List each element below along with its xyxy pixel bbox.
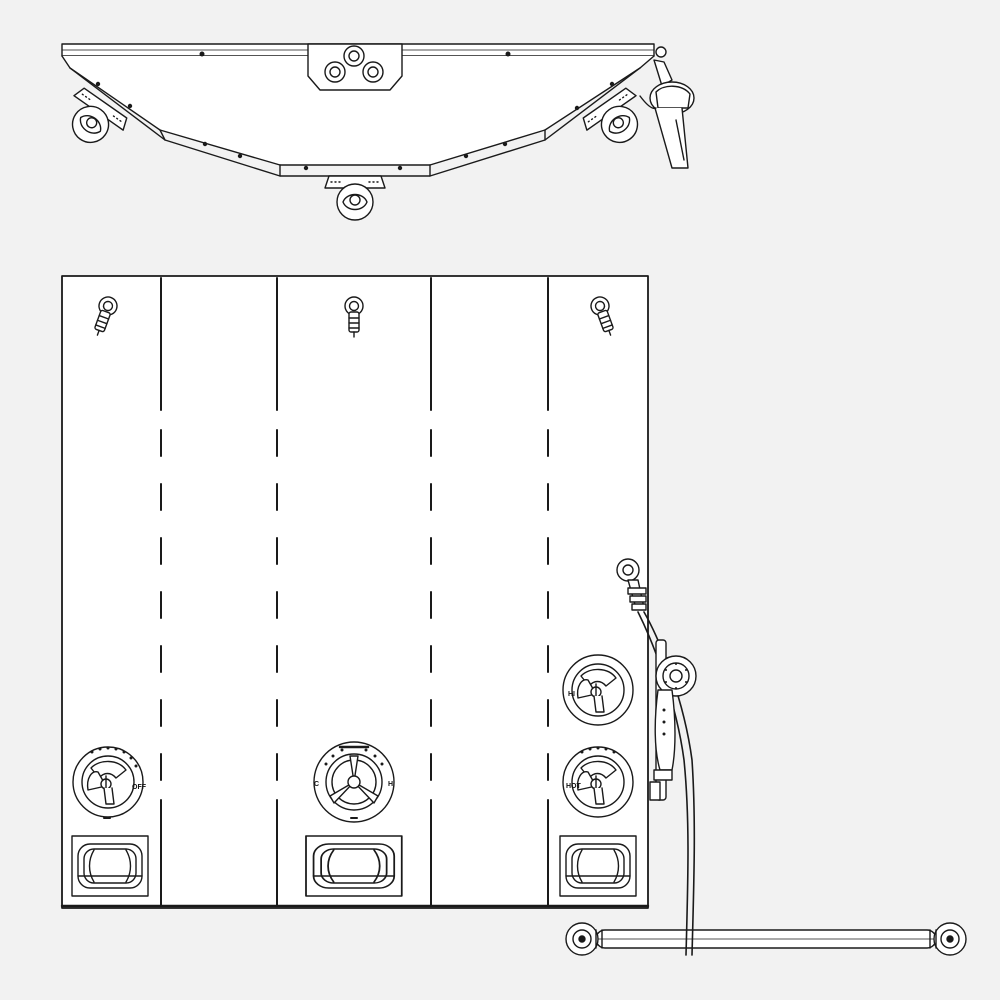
panel-seams (160, 277, 549, 907)
hand-shower-icon (616, 558, 697, 956)
control-panel-icon (307, 43, 403, 91)
valve-center: C H (313, 741, 395, 823)
grab-bar-icon (565, 922, 967, 956)
valve-knob-icon (72, 746, 144, 818)
valve-knob-icon (562, 746, 634, 818)
valve-left: OFF (72, 746, 147, 819)
hidden-seams (160, 429, 549, 791)
plan-view (54, 43, 695, 221)
plan-rivets (95, 51, 615, 171)
label-hi: HI (568, 691, 575, 698)
elevation-view: OFF C H HI H (60, 275, 967, 956)
label-h: H (388, 781, 393, 788)
valve-right-upper: HI (562, 654, 634, 726)
label-off: OFF (132, 784, 147, 791)
plan-front-fascia (61, 55, 655, 166)
label-hot: HOT (566, 783, 582, 790)
label-c: C (314, 781, 319, 788)
valve-knob-icon (562, 654, 634, 726)
hand-shower-icon (639, 46, 695, 169)
valve-right-lower: HOT (562, 746, 634, 818)
